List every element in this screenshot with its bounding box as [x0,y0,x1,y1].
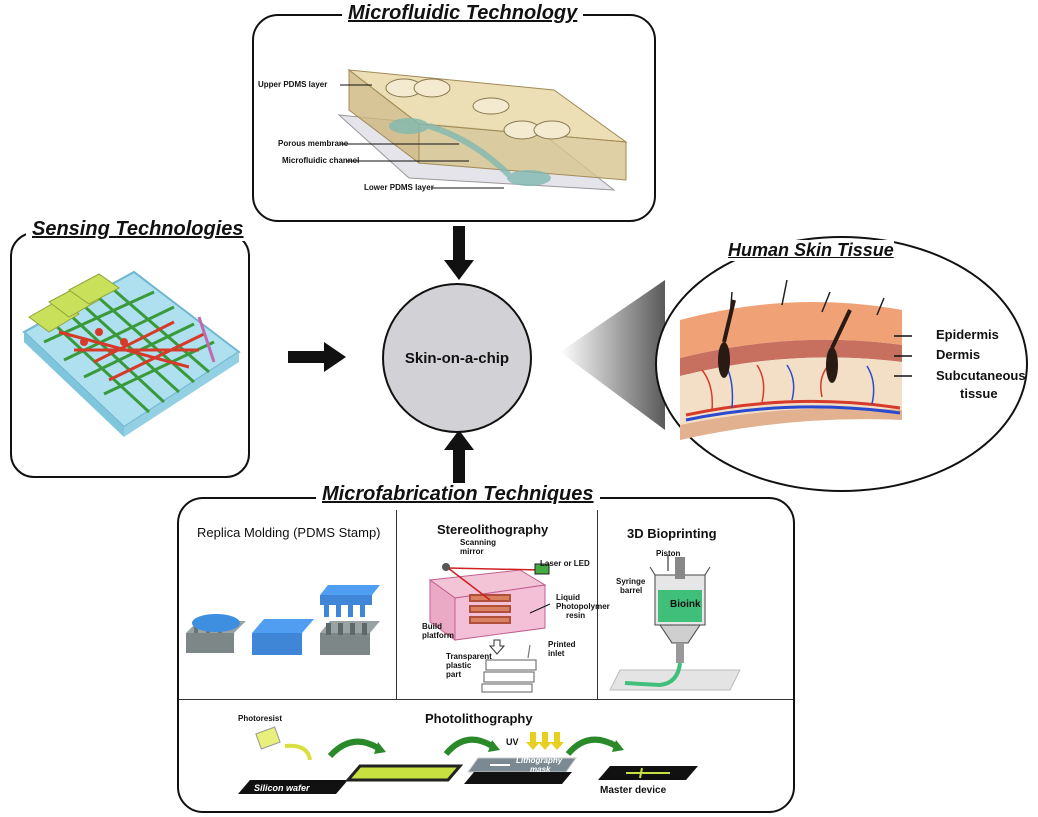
arrow-microfab-to-center [444,430,474,484]
bioprint-label-bioink: Bioink [670,599,701,610]
stereo-label-plastic: plastic [446,661,472,670]
photo-label-silicon-wafer: Silicon wafer [254,783,310,793]
upper-pdms-label: Upper PDMS layer [258,80,328,89]
dermis-layer [680,339,902,376]
stereo-label-transparent: Transparent [446,652,492,661]
stereo-label-printed: Printed [548,640,576,649]
skin-cross-section-illustration [680,279,912,440]
porous-membrane-label: Porous membrane [278,139,349,148]
epidermis-label: Epidermis [936,327,999,342]
pdms-droplet [192,614,240,632]
scanning-mirror [442,563,450,571]
bioprint-label-barrel: barrel [620,586,643,595]
stereo-label-mirror: mirror [460,547,484,556]
stereo-label-laser: Laser or LED [540,559,590,568]
replica-molding-illustration [186,585,380,655]
microfluidic-title: Microfluidic Technology [342,2,584,25]
photoresist-bottle [255,726,281,750]
skin-on-a-chip-circle: Skin-on-a-chip [382,283,532,433]
bioprint-label-piston: Piston [656,549,681,558]
bioprint-label-syringe: Syringe [616,577,646,586]
silicon-wafer [238,780,348,794]
center-label: Skin-on-a-chip [404,349,510,367]
coated-wafer [344,764,464,782]
photo-label-uv: UV [506,737,519,747]
stereo-label-liquid: Liquid [556,593,580,602]
bioink-extrusion [624,662,682,688]
hair-follicle-1 [718,342,730,378]
arrow-microfluidic-to-center [444,226,474,280]
photolithography-title: Photolithography [425,711,533,726]
probe-wire [197,316,216,363]
dermis-label: Dermis [936,347,981,362]
lower-pdms-label: Lower PDMS layer [364,183,434,192]
stereolithography-illustration [428,563,551,693]
laser-source [534,563,550,575]
tissue-label: tissue [960,386,998,401]
connector-pad-3 [68,273,120,305]
well-left-2 [413,78,451,98]
microfab-divider-vertical-2 [597,510,598,699]
magnifier-cone [560,280,665,430]
channel-connector [428,123,512,178]
well-center [472,97,510,115]
photolithography-illustration [238,726,698,794]
stereo-label-photopolymer: Photopolymer [556,602,610,611]
channel-left [389,118,429,134]
microfluidic-channel-label: Microfluidic channel [282,156,360,165]
channel-right [507,170,551,186]
skin-title: Human Skin Tissue [728,240,894,261]
replica-molding-title: Replica Molding (PDMS Stamp) [197,525,381,540]
stereo-label-resin: resin [566,611,586,620]
sensor-array-illustration [22,270,241,437]
bioprinting-illustration [609,555,741,691]
arrow-sensing-to-center [288,342,346,372]
stereo-label-build: Build [422,622,442,631]
hair-follicle-2 [826,347,838,383]
stereo-label-platform: platform [422,631,454,640]
well-right-2 [533,120,571,140]
microfluidic-chip-illustration [337,68,628,191]
photo-label-master-device: Master device [600,785,667,796]
microfab-divider-vertical-1 [396,510,397,699]
photo-label-mask: mask [530,765,551,774]
subcutaneous-label: Subcutaneous [936,368,1026,383]
stereo-label-scanning: Scanning [460,538,497,547]
microfab-title: Microfabrication Techniques [316,483,600,506]
stereolithography-title: Stereolithography [437,522,549,537]
stereo-label-inlet: inlet [548,649,565,658]
upper-pdms-left [348,68,420,165]
microfab-divider-horizontal [179,699,793,700]
subcutaneous-layer [680,357,902,425]
photo-label-photoresist: Photoresist [238,714,283,723]
stereo-label-part: part [446,670,462,679]
sensing-title: Sensing Technologies [26,218,250,241]
photo-label-lithography: Lithography [516,756,563,765]
bioprinting-title: 3D Bioprinting [627,526,717,541]
